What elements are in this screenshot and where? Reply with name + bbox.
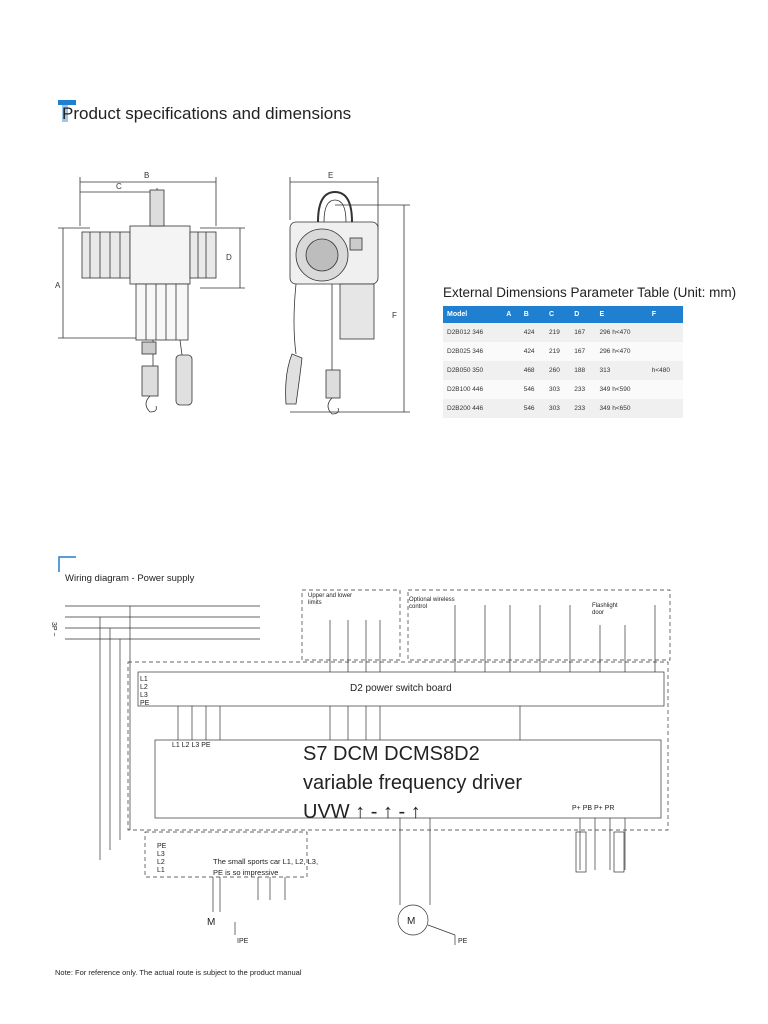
dim-label-c: C [116, 182, 122, 191]
table-cell [502, 323, 520, 342]
table-cell: 349 h<650 [595, 399, 648, 418]
board-terminal: L2 [140, 684, 148, 691]
column-header: Model [443, 306, 503, 323]
table-row: D2B200 446 546 303 233 349 h<650 [443, 399, 683, 418]
table-cell: D2B012 346 [443, 323, 503, 342]
flashlight-label: Flashlight door [592, 603, 618, 616]
title-accent-icon [58, 100, 76, 122]
table-cell: D2B200 446 [443, 399, 503, 418]
driver-outputs-label: P+ PB P+ PR [572, 805, 615, 812]
page-title: Product specifications and dimensions [62, 104, 352, 123]
column-header: A [502, 306, 520, 323]
table-row: D2B012 346 424 219 167 296 h<470 [443, 323, 683, 342]
column-header: D [570, 306, 596, 323]
motor2-label: M [407, 916, 415, 927]
table-cell: 260 [544, 361, 571, 380]
table-cell: D2B100 446 [443, 380, 503, 399]
table-cell: 219 [544, 323, 571, 342]
table-cell: 296 h<470 [595, 323, 648, 342]
car-label: The small sports car L1, L2, L3, PE is s… [213, 857, 319, 877]
table-cell: 468 [519, 361, 545, 380]
table-title: External Dimensions Parameter Table (Uni… [443, 285, 737, 300]
upper-limits-label: Upper and lower limits [308, 593, 353, 606]
table-cell: D2B025 346 [443, 342, 503, 361]
table-cell: D2B050 350 [443, 361, 503, 380]
table-cell: 188 [570, 361, 596, 380]
table-cell [502, 380, 520, 399]
footer-note: Note: For reference only. The actual rou… [55, 968, 302, 977]
table-cell [647, 323, 683, 342]
driver-inputs-label: L1 L2 L3 PE [172, 742, 211, 749]
table-cell: 219 [544, 342, 571, 361]
wiring-title: Wiring diagram - Power supply [65, 573, 195, 584]
car-terminal: L3 [157, 851, 165, 858]
table-cell: 313 [595, 361, 648, 380]
motor1-pe: IPE [237, 938, 249, 945]
table-cell [647, 399, 683, 418]
table-cell: 349 h<590 [595, 380, 648, 399]
motor2-pe: PE [458, 938, 468, 945]
table-cell: 546 [519, 399, 545, 418]
table-cell [502, 361, 520, 380]
table-cell: 233 [570, 399, 596, 418]
table-row: D2B100 446 546 303 233 349 h<590 [443, 380, 683, 399]
table-header-row: Model A B C D E F [443, 306, 683, 323]
wireless-label: Optional wireless control [409, 597, 455, 610]
table-cell: 296 h<470 [595, 342, 648, 361]
table-cell: 303 [544, 380, 571, 399]
table-cell: h<480 [647, 361, 683, 380]
table-cell [502, 342, 520, 361]
dim-label-f: F [392, 311, 397, 320]
supply-label: 3P ~ [50, 622, 57, 636]
car-terminal: PE [157, 843, 167, 850]
table-row: D2B050 350 468 260 188 313 h<480 [443, 361, 683, 380]
dim-label-a: A [55, 281, 61, 290]
dim-label-d: D [226, 253, 232, 262]
table-cell: 303 [544, 399, 571, 418]
dimensions-table: Model A B C D E F D2B012 346 424 219 167… [443, 306, 683, 418]
table-cell: 167 [570, 323, 596, 342]
column-header: F [647, 306, 683, 323]
switch-board-label: D2 power switch board [350, 683, 452, 694]
table-row: D2B025 346 424 219 167 296 h<470 [443, 342, 683, 361]
motor1-label: M [207, 917, 215, 928]
board-terminal: L3 [140, 692, 148, 699]
board-terminal: L1 [140, 676, 148, 683]
dim-label-e: E [328, 171, 333, 180]
driver-label: S7 DCM DCMS8D2 variable frequency driver… [303, 743, 522, 823]
column-header: B [519, 306, 545, 323]
car-terminal: L1 [157, 867, 165, 874]
table-cell: 424 [519, 342, 545, 361]
table-cell: 546 [519, 380, 545, 399]
board-terminal: PE [140, 700, 150, 707]
car-terminal: L2 [157, 859, 165, 866]
table-cell [502, 399, 520, 418]
column-header: E [595, 306, 648, 323]
column-header: C [544, 306, 571, 323]
table-cell: 233 [570, 380, 596, 399]
table-cell: 167 [570, 342, 596, 361]
section-accent-icon [58, 556, 76, 572]
table-cell [647, 342, 683, 361]
table-cell [647, 380, 683, 399]
table-cell: 424 [519, 323, 545, 342]
dim-label-b: B [144, 171, 149, 180]
